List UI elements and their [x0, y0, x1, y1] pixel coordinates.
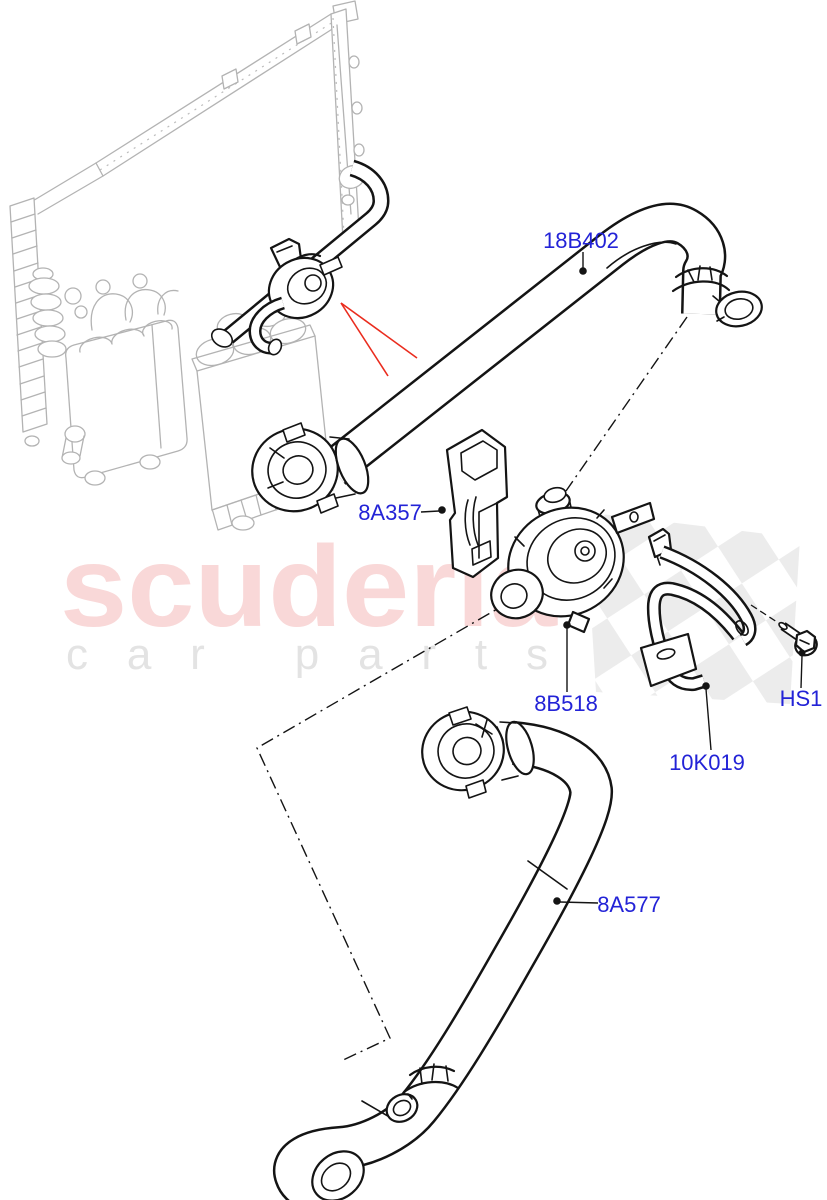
- watermark: scuderia car parts: [60, 512, 800, 704]
- part-bolt-HS1: [778, 621, 818, 657]
- part-pump-bracket-10K019: [639, 527, 757, 692]
- lower-hose-connector: [421, 706, 535, 799]
- installed-pump-and-hose: [210, 159, 390, 356]
- checkered-flag-watermark: [585, 512, 800, 704]
- label-10K019: 10K019: [669, 682, 745, 775]
- axis-clamp-to-pump: [565, 316, 688, 492]
- axis-pump-to-lower-hose: [256, 600, 512, 1062]
- axis-bolt: [750, 604, 781, 625]
- bracket-bolt-hole: [735, 620, 749, 636]
- radiator-assembly: [9, 0, 366, 531]
- lower-hose-clamp: [385, 1063, 460, 1123]
- part-label-8B518[interactable]: 8B518: [534, 691, 598, 716]
- part-lower-hose-8A577: [273, 706, 614, 1200]
- assembly-axis-lines: [256, 316, 781, 1062]
- label-8A357: 8A357: [358, 500, 446, 525]
- part-upper-hose-18B402: [251, 202, 763, 514]
- label-8B518: 8B518: [534, 621, 598, 716]
- label-8A577: 8A577: [553, 892, 661, 917]
- bracket-foot: [639, 632, 698, 688]
- part-label-8A577[interactable]: 8A577: [597, 892, 661, 917]
- part-labels: 18B402 8A357 8B518 10K019 HS1 8A577: [358, 228, 822, 917]
- hose-connector: [251, 422, 370, 514]
- watermark-tagline-text: car parts: [66, 630, 548, 679]
- part-mount-bracket-8A357: [445, 428, 509, 579]
- pump-connector-tab: [610, 501, 656, 535]
- label-HS1: HS1: [780, 649, 823, 711]
- label-18B402: 18B402: [543, 228, 619, 275]
- part-label-10K019[interactable]: 10K019: [669, 750, 745, 775]
- bolt-hex-head: [794, 629, 817, 654]
- part-water-pump-8B518: [490, 486, 656, 634]
- hose-clamp: [671, 265, 763, 328]
- part-label-HS1[interactable]: HS1: [780, 686, 823, 711]
- part-label-8A357[interactable]: 8A357: [358, 500, 422, 525]
- part-label-18B402[interactable]: 18B402: [543, 228, 619, 253]
- red-location-arrow: [340, 302, 418, 377]
- expansion-tank: [65, 319, 188, 479]
